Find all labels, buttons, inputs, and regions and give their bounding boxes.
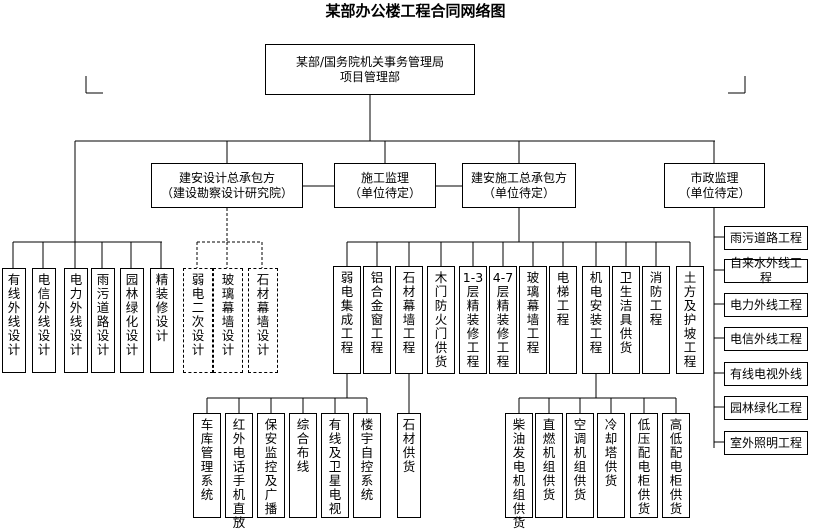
construction-child-7: 玻璃幕墙工程 — [519, 266, 547, 374]
municipal-child-6: 园林绿化工程 — [724, 396, 808, 420]
mep-child-2: 直燃机组供货 — [535, 413, 563, 518]
design-dashed-child-3: 石材幕墙设计 — [248, 268, 278, 373]
level1-construction: 建安施工总承包方（单位待定） — [462, 163, 576, 208]
level1-construction-line-1: 建安施工总承包方 — [470, 170, 567, 185]
design-child-4: 雨污道路设计 — [91, 268, 115, 373]
level1-design-line-1: 建安设计总承包方 — [178, 170, 275, 185]
municipal-child-3: 电力外线工程 — [724, 293, 808, 317]
design-child-6: 精装修设计 — [150, 268, 174, 373]
construction-child-4: 木门防火门供货 — [427, 266, 455, 374]
municipal-child-2: 自来水外线工程 — [724, 256, 808, 285]
weak-current-child-5: 有线及卫星电视 — [321, 413, 349, 518]
construction-child-3: 石材幕墙工程 — [395, 266, 423, 374]
municipal-child-1: 雨污道路工程 — [724, 226, 808, 250]
weak-current-child-3: 保安监控及广播 — [257, 413, 285, 518]
municipal-child-4: 电信外线工程 — [724, 327, 808, 351]
construction-child-1: 弱电集成工程 — [333, 266, 361, 374]
weak-current-child-4: 综合布线 — [289, 413, 317, 518]
mep-child-6: 高低配电柜供货 — [662, 413, 690, 518]
mep-child-1: 柴油发电机组供货 — [505, 413, 533, 530]
weak-current-child-6: 楼宇自控系统 — [353, 413, 381, 518]
mep-child-3: 空调机组供货 — [566, 413, 594, 518]
level1-design-line-2: （建设勘察设计研究院） — [160, 185, 293, 200]
design-dashed-child-2: 玻璃幕墙设计 — [213, 268, 243, 373]
mep-child-4: 冷却塔供货 — [597, 413, 625, 518]
design-child-5: 园林绿化设计 — [120, 268, 144, 373]
weak-current-child-2: 红外电话手机直放 — [225, 413, 253, 530]
root-node: 某部/国务院机关事务管理局项目管理部 — [265, 44, 475, 95]
level1-municipal-line-2: （单位待定） — [678, 185, 751, 200]
construction-child-2: 铝合金窗工程 — [363, 266, 391, 374]
level1-municipal: 市政监理（单位待定） — [664, 163, 765, 208]
construction-child-11: 消防工程 — [642, 266, 670, 374]
construction-child-9: 机电安装工程 — [582, 266, 610, 374]
design-dashed-child-1: 弱电二次设计 — [183, 268, 213, 373]
weak-current-child-1: 车库管理系统 — [193, 413, 221, 518]
construction-child-12: 土方及护坡工程 — [676, 266, 704, 374]
design-child-3: 电力外线设计 — [64, 268, 88, 373]
level1-municipal-line-1: 市政监理 — [690, 170, 739, 185]
level1-supervision-line-1: 施工监理 — [360, 170, 409, 185]
design-child-1: 有线外线设计 — [2, 268, 26, 373]
level1-supervision-line-2: （单位待定） — [348, 185, 421, 200]
level1-supervision: 施工监理（单位待定） — [334, 163, 436, 208]
municipal-child-7: 室外照明工程 — [724, 431, 808, 455]
municipal-child-5: 有线电视外线 — [724, 362, 808, 386]
page-title: 某部办公楼工程合同网络图 — [325, 2, 506, 20]
construction-child-10: 卫生洁具供货 — [612, 266, 640, 374]
root-node-line-1: 某部/国务院机关事务管理局 — [295, 54, 445, 69]
level1-design: 建安设计总承包方（建设勘察设计研究院） — [151, 163, 303, 208]
construction-child-8: 电梯工程 — [549, 266, 577, 374]
root-node-line-2: 项目管理部 — [339, 69, 400, 84]
mep-child-5: 低压配电柜供货 — [630, 413, 658, 518]
level1-construction-line-2: （单位待定） — [482, 185, 555, 200]
design-child-2: 电信外线设计 — [32, 268, 56, 373]
stone-child-1: 石材供货 — [397, 413, 421, 518]
